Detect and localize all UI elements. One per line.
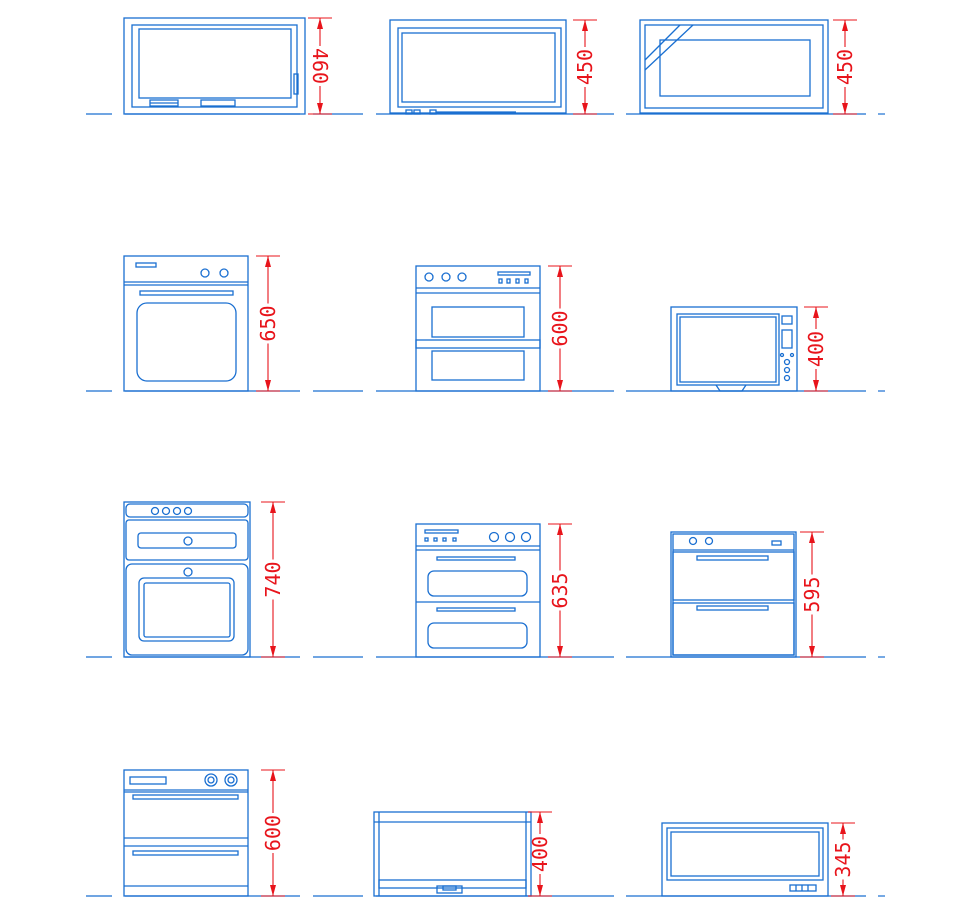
dimension-label: 600 <box>548 310 572 346</box>
dimension-tall-double-oven: 740 <box>261 501 285 658</box>
dimension-countertop-microwave: 400 <box>804 306 828 392</box>
dimension-built-in-microwave-wide: 460 <box>308 17 332 115</box>
dimension-range-hood: 400 <box>528 811 552 897</box>
dimension-double-oven-a: 600 <box>548 265 572 392</box>
dimension-label: 650 <box>256 305 280 341</box>
dimension-lines: 460 450 450 650 600 400 740 635 595 600 400 345 <box>256 17 857 897</box>
dimension-label: 740 <box>261 561 285 597</box>
ground-lines <box>86 113 885 897</box>
appliance-countertop-microwave <box>670 306 798 392</box>
appliance-compact-microwave <box>661 822 829 897</box>
appliance-built-in-glass-oven <box>639 19 829 114</box>
appliance-built-in-microwave-wide <box>123 17 306 115</box>
appliance-double-oven-a <box>415 265 541 392</box>
dimension-label: 450 <box>573 49 597 85</box>
dimension-single-oven-knobs: 650 <box>256 255 280 392</box>
dimension-label: 400 <box>804 331 828 367</box>
dimension-label: 460 <box>308 48 332 84</box>
dimension-double-oven-b: 635 <box>548 523 572 658</box>
dimension-built-in-microwave-panel: 450 <box>573 19 597 115</box>
appliance-range-hood <box>373 811 532 897</box>
dimension-label: 450 <box>833 49 857 85</box>
dimension-label: 635 <box>548 572 572 608</box>
appliance-double-oven-b <box>415 523 541 658</box>
dimension-warming-drawers: 595 <box>800 531 824 658</box>
dimension-label: 595 <box>800 576 824 612</box>
appliance-tall-double-oven <box>123 501 251 658</box>
appliance-warming-drawers <box>670 531 797 658</box>
dimension-built-in-glass-oven: 450 <box>833 19 857 115</box>
dimension-double-drawer-oven: 600 <box>261 769 285 897</box>
dimension-label: 345 <box>831 841 855 877</box>
appliance-double-drawer-oven <box>123 769 249 897</box>
dimension-label: 600 <box>261 815 285 851</box>
dimension-label: 400 <box>528 836 552 872</box>
appliance-single-oven-knobs <box>123 255 249 392</box>
appliance-built-in-microwave-panel <box>389 19 567 115</box>
dimension-compact-microwave: 345 <box>831 822 855 897</box>
